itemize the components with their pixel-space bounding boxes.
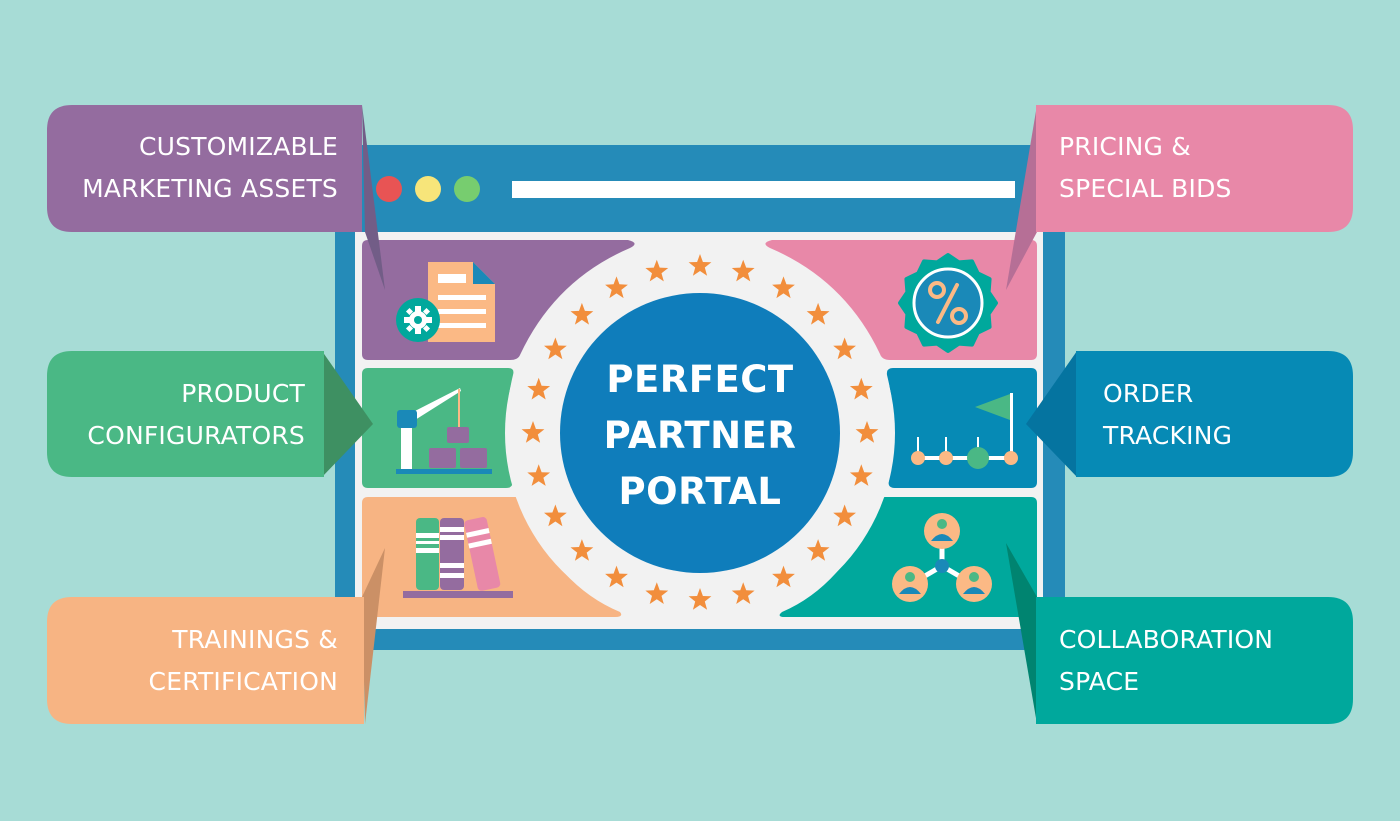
callout-marketing	[47, 105, 385, 290]
callout-configurators	[47, 351, 373, 477]
window-maximize-dot[interactable]	[454, 176, 480, 202]
star-icon	[806, 539, 830, 561]
star-icon	[849, 377, 873, 400]
crane-icon	[396, 388, 492, 474]
star-icon	[527, 377, 551, 400]
star-icon	[855, 421, 879, 443]
star-icon	[544, 337, 567, 360]
label-pricing: PRICING & SPECIAL BIDS	[1059, 126, 1232, 210]
address-bar[interactable]	[512, 181, 1015, 198]
label-configurators-line2: CONFIGURATORS	[87, 421, 305, 450]
star-icon	[605, 276, 628, 299]
star-icon	[772, 276, 795, 299]
star-icon	[688, 254, 712, 276]
panel-tracking	[886, 368, 1037, 488]
label-collaboration: COLLABORATION SPACE	[1059, 619, 1273, 703]
books-icon	[403, 517, 513, 598]
star-icon	[544, 504, 567, 527]
label-configurators: PRODUCT CONFIGURATORS	[60, 373, 305, 457]
callout-trainings	[47, 548, 385, 724]
portal-title-line3: PORTAL	[618, 470, 782, 513]
label-trainings: TRAININGS & CERTIFICATION	[60, 619, 338, 703]
label-pricing-line2: SPECIAL BIDS	[1059, 174, 1232, 203]
window-close-dot[interactable]	[376, 176, 402, 202]
label-tracking: ORDER TRACKING	[1103, 373, 1232, 457]
label-collaboration-line2: SPACE	[1059, 667, 1140, 696]
star-icon	[605, 565, 628, 588]
label-trainings-line1: TRAININGS &	[172, 625, 338, 654]
portal-title: PERFECT PARTNER PORTAL	[560, 352, 840, 520]
label-trainings-line2: CERTIFICATION	[148, 667, 338, 696]
percent-badge-icon	[898, 253, 998, 353]
star-icon	[527, 464, 551, 486]
star-icon	[833, 504, 856, 527]
star-icon	[731, 582, 755, 604]
label-marketing-line2: MARKETING ASSETS	[82, 174, 338, 203]
callout-tracking	[1026, 351, 1353, 477]
star-icon	[645, 582, 669, 604]
star-icon	[688, 588, 712, 610]
timeline-flag-icon	[911, 393, 1018, 469]
star-icon	[731, 259, 755, 282]
star-icon	[570, 302, 594, 325]
label-pricing-line1: PRICING &	[1059, 132, 1191, 161]
label-marketing: CUSTOMIZABLE MARKETING ASSETS	[60, 126, 338, 210]
star-icon	[833, 337, 856, 360]
label-marketing-line1: CUSTOMIZABLE	[138, 132, 338, 161]
label-configurators-line1: PRODUCT	[181, 379, 305, 408]
callout-pricing	[1006, 105, 1353, 290]
star-icon	[806, 302, 830, 325]
label-tracking-line2: TRACKING	[1103, 421, 1233, 450]
label-collaboration-line1: COLLABORATION	[1059, 625, 1274, 654]
star-icon	[521, 421, 545, 443]
document-gear-icon	[396, 262, 495, 342]
center-circle	[560, 293, 840, 573]
callout-collaboration	[1006, 543, 1353, 724]
window-minimize-dot[interactable]	[415, 176, 441, 202]
label-tracking-line1: ORDER	[1103, 379, 1194, 408]
star-icon	[570, 539, 594, 561]
stars-ring	[521, 254, 879, 610]
star-icon	[772, 565, 795, 588]
portal-title-line2: PARTNER	[603, 414, 797, 457]
portal-title-line1: PERFECT	[606, 358, 794, 401]
star-icon	[849, 464, 873, 486]
people-network-icon	[892, 513, 992, 602]
star-icon	[645, 259, 669, 282]
